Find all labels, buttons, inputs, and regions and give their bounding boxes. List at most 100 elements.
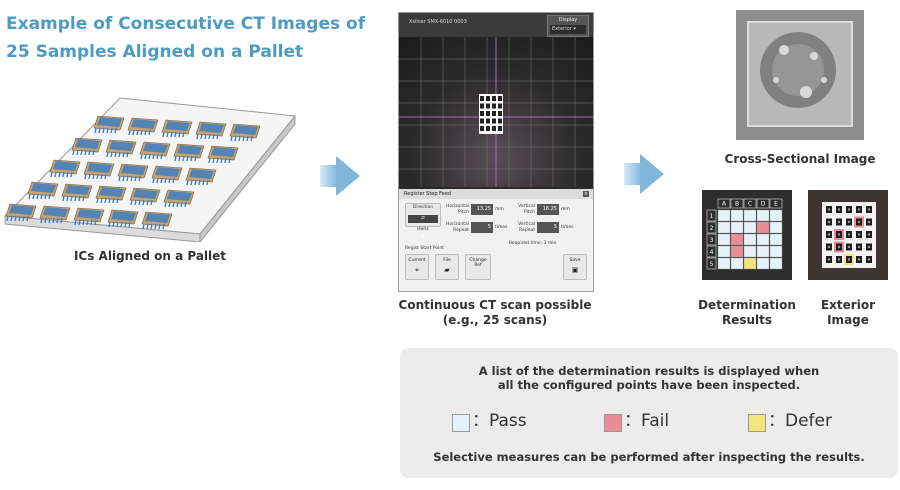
grid-cell-pass[interactable] xyxy=(769,257,783,270)
ic-lead xyxy=(148,129,151,136)
file-button-label: File xyxy=(443,258,451,263)
grid-column-header: A xyxy=(722,201,727,208)
sample-chip xyxy=(498,96,502,101)
ic-chip-top xyxy=(211,147,236,157)
ic-lead xyxy=(164,201,167,208)
exterior-chip-mark xyxy=(837,245,841,249)
exterior-chip-mark xyxy=(867,220,871,224)
ic-chip-top xyxy=(165,121,190,131)
grid-cell-pass[interactable] xyxy=(756,233,770,246)
ic-lead xyxy=(140,129,143,136)
grid-cell-pass[interactable] xyxy=(717,245,731,258)
ic-lead xyxy=(126,175,129,182)
current-button[interactable]: Current⌖ xyxy=(405,254,429,280)
exterior-chip-mark xyxy=(847,245,851,249)
ic-lead xyxy=(170,131,173,138)
display-dropdown[interactable]: Exterior ▾ xyxy=(550,25,586,34)
v-repeat-label-1: Vertical xyxy=(518,222,535,227)
ic-lead xyxy=(172,177,175,184)
ic-lead xyxy=(82,195,85,202)
close-icon[interactable]: × xyxy=(583,191,589,197)
save-button[interactable]: Save ▣ xyxy=(563,254,587,280)
ic-lead xyxy=(150,199,153,206)
grid-cell-pass[interactable] xyxy=(717,233,731,246)
ic-chip-top xyxy=(167,191,192,201)
grid-cell-pass[interactable] xyxy=(717,257,731,270)
ic-lead xyxy=(196,133,199,140)
ic-lead xyxy=(98,127,101,134)
ic-lead xyxy=(110,151,113,158)
sample-chip xyxy=(498,103,502,109)
ic-lead xyxy=(74,219,77,226)
v-pitch-input[interactable]: 18.25 xyxy=(537,204,559,215)
grid-cell-pass[interactable] xyxy=(730,221,744,234)
sample-chip xyxy=(486,96,490,101)
grid-cell-pass[interactable] xyxy=(743,233,757,246)
save-icon: ▣ xyxy=(571,266,579,274)
grid-cell-pass[interactable] xyxy=(717,221,731,234)
exterior-chip-mark xyxy=(867,233,871,236)
exterior-chip-mark xyxy=(827,233,831,236)
grid-cell-fail[interactable] xyxy=(730,233,744,246)
ic-lead xyxy=(108,221,111,228)
ic-lead xyxy=(146,199,149,206)
h-repeat-input[interactable]: 5 xyxy=(471,222,493,233)
ic-lead xyxy=(230,135,233,142)
ic-lead xyxy=(156,177,159,184)
ic-lead xyxy=(62,195,65,202)
required-time: Required time: 3 min xyxy=(509,241,557,246)
ic-lead xyxy=(88,173,91,180)
v-repeat-input[interactable]: 5 xyxy=(537,222,559,233)
grid-cell-fail[interactable] xyxy=(730,245,744,258)
ic-lead xyxy=(100,197,103,204)
pass-label: ：Pass xyxy=(472,411,527,431)
ic-lead xyxy=(76,149,79,156)
ic-lead xyxy=(26,215,29,222)
viewer-grid xyxy=(399,37,593,187)
grid-cell-pass[interactable] xyxy=(743,221,757,234)
direction-select[interactable]: Direction ⇄ Horiz ▾ xyxy=(405,203,441,240)
grid-cell-defer[interactable] xyxy=(743,257,757,270)
ic-lead xyxy=(134,175,137,182)
grid-cell-pass[interactable] xyxy=(756,209,770,222)
exterior-chip-mark xyxy=(827,208,831,211)
grid-cell-pass[interactable] xyxy=(730,209,744,222)
ic-lead xyxy=(190,179,193,186)
grid-cell-pass[interactable] xyxy=(769,221,783,234)
ic-lead xyxy=(48,193,51,200)
xray-viewer[interactable] xyxy=(399,37,593,187)
grid-cell-fail[interactable] xyxy=(756,221,770,234)
h-pitch-input[interactable]: 13.25 xyxy=(471,204,493,215)
grid-cell-pass[interactable] xyxy=(730,257,744,270)
display-label: Display xyxy=(558,17,578,23)
ct-software-window: Xslicer SMX-6010 0003 Display Exterior ▾… xyxy=(398,12,594,292)
ic-lead xyxy=(208,157,211,164)
ic-lead xyxy=(70,171,73,178)
grid-cell-pass[interactable] xyxy=(743,245,757,258)
grid-cell-pass[interactable] xyxy=(769,233,783,246)
window-title: Xslicer SMX-6010 0003 xyxy=(409,19,467,25)
grid-cell-pass[interactable] xyxy=(756,245,770,258)
ic-lead xyxy=(114,127,117,134)
sample-chip xyxy=(498,126,502,131)
ic-lead xyxy=(246,135,249,142)
file-button[interactable]: File▰ xyxy=(435,254,459,280)
grid-cell-pass[interactable] xyxy=(743,209,757,222)
ic-chip-top xyxy=(131,119,156,129)
cross-section-drawing xyxy=(747,21,853,127)
grid-cell-pass[interactable] xyxy=(756,257,770,270)
save-button-label: Save xyxy=(569,258,581,263)
h-repeat-unit: times xyxy=(495,225,508,230)
grid-cell-pass[interactable] xyxy=(769,209,783,222)
h-pitch-unit: mm xyxy=(495,207,504,212)
display-selector[interactable]: Display Exterior ▾ xyxy=(547,15,589,37)
sample-chip xyxy=(480,111,484,116)
exterior-chip-mark xyxy=(847,258,851,261)
grid-cell-pass[interactable] xyxy=(717,209,731,222)
grid-cell-pass[interactable] xyxy=(769,245,783,258)
ic-lead xyxy=(242,135,245,142)
ic-lead xyxy=(138,199,141,206)
step-feed-form: Register Step Feed× Direction ⇄ Horiz ▾ … xyxy=(399,189,593,291)
